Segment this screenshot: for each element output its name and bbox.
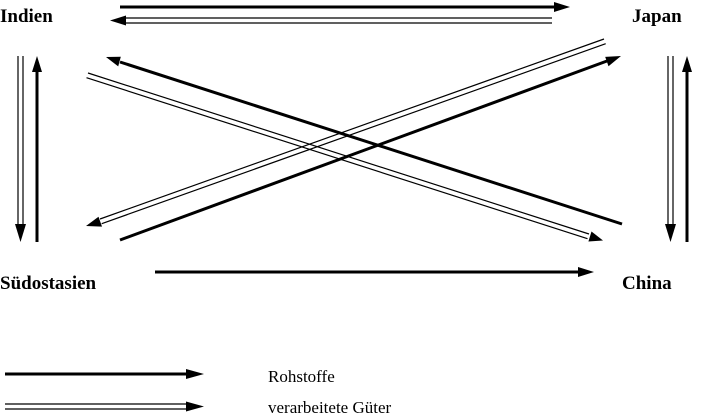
legend-processed-arrow: [5, 401, 204, 412]
legend-raw-label: Rohstoffe: [268, 367, 335, 386]
legend: Rohstoffe verarbeitete Güter: [5, 367, 392, 417]
arrow-china-japan-raw: [682, 56, 692, 242]
arrow-indien-suedostasien-processed: [15, 56, 26, 242]
arrow-china-indien-raw: [106, 56, 623, 226]
legend-raw-arrow: [5, 369, 204, 379]
arrow-japan-suedostasien-processed: [86, 38, 606, 227]
arrow-indien-china-processed: [86, 72, 603, 242]
arrow-japan-indien-processed: [110, 15, 552, 26]
node-japan: Japan: [632, 6, 682, 27]
arrow-suedostasien-china-raw: [155, 267, 594, 277]
node-indien: Indien: [0, 6, 53, 27]
arrow-indien-japan-raw: [120, 2, 570, 12]
arrow-japan-china-processed: [665, 56, 676, 242]
legend-processed-label: verarbeitete Güter: [268, 398, 392, 417]
arrow-suedostasien-indien-raw: [32, 56, 42, 242]
arrow-suedostasien-japan-raw: [119, 56, 621, 242]
node-china: China: [622, 273, 672, 294]
node-suedostasien: Südostasien: [0, 273, 97, 294]
